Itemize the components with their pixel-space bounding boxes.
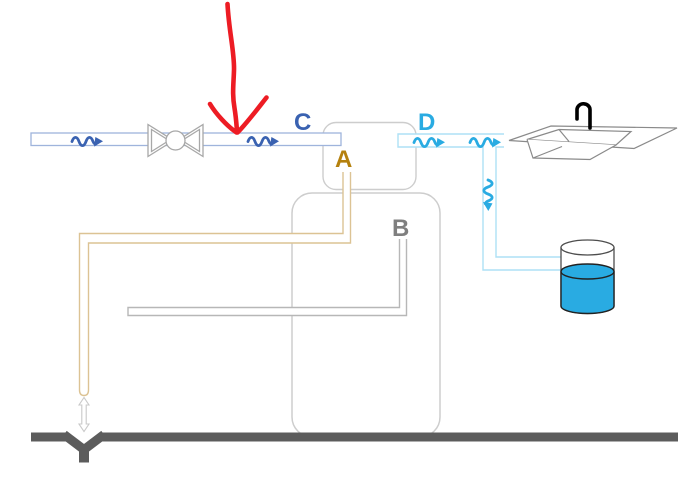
- beaker-icon: [560, 239, 615, 315]
- gray-pipe-b: [127, 239, 408, 317]
- label-d: D: [418, 109, 435, 136]
- faucet-icon: [575, 101, 592, 130]
- annotation-arrow-icon: [207, 1, 269, 135]
- brine-pipe-a: [78, 172, 352, 397]
- drain-line: [31, 430, 678, 463]
- shutoff-valve-icon: [147, 123, 204, 158]
- label-b: B: [392, 215, 409, 242]
- label-a: A: [335, 146, 352, 173]
- beaker-water: [560, 263, 615, 315]
- label-c: C: [294, 109, 311, 136]
- air-gap-arrow-icon: [77, 396, 91, 433]
- sink-icon: [508, 125, 678, 161]
